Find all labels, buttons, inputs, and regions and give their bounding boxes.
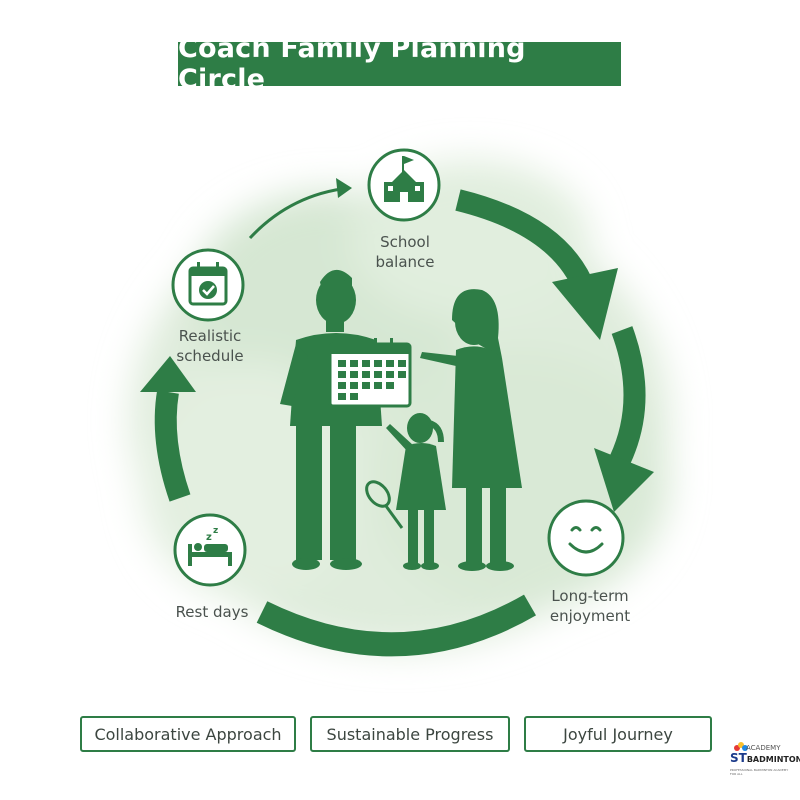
node-enjoyment <box>547 499 625 577</box>
logo-shuttle-icon <box>734 742 748 751</box>
logo-suffix: BADMINTON <box>746 755 800 764</box>
logo-tagline: PROFESSIONAL BADMINTON ACADEMY FOR ALL <box>730 768 789 776</box>
family-illustration <box>280 269 522 571</box>
label-line: balance <box>375 253 435 271</box>
node-rest: z z <box>173 513 247 587</box>
logo-prefix: ST <box>730 751 747 765</box>
logo-top-text: ACADEMY <box>746 744 781 752</box>
watercolor-wash <box>130 160 670 650</box>
label-line: School <box>380 233 430 251</box>
pill-collaborative-approach: Collaborative Approach <box>80 716 296 752</box>
arrow-right-to-enjoyment <box>609 326 646 465</box>
smiley-icon <box>568 526 604 554</box>
arrow-head-schedule-to-school <box>336 178 352 198</box>
label-rest-days: Rest days <box>175 603 249 621</box>
label-long-term-enjoyment: Long-term enjoyment <box>536 586 644 626</box>
arrow-head-right-to-enjoyment <box>594 448 654 512</box>
node-school <box>367 148 441 222</box>
node-schedule <box>171 248 245 322</box>
arrow-rest-to-schedule <box>154 390 191 502</box>
pill-sustainable-progress: Sustainable Progress <box>310 716 510 752</box>
label-line: schedule <box>176 347 244 365</box>
arrow-head-school-to-right <box>552 268 618 340</box>
child-figure <box>386 413 446 570</box>
label-realistic-schedule: Realistic schedule <box>160 326 260 366</box>
svg-text:z: z <box>206 532 212 543</box>
logo-main-text: STBADMINTON <box>730 751 800 765</box>
pill-joyful-journey: Joyful Journey <box>524 716 712 752</box>
badminton-racket <box>365 480 404 529</box>
calendar-check-icon <box>188 262 228 306</box>
sleeping-bed-icon: z z <box>188 526 232 566</box>
academy-logo: ACADEMY STBADMINTON PROFESSIONAL BADMINT… <box>728 740 800 780</box>
cycle-arrows <box>140 178 654 657</box>
school-icon <box>384 156 424 202</box>
arrow-bottom <box>256 594 536 657</box>
mother-figure <box>420 289 522 571</box>
label-line: Long-term <box>551 587 629 605</box>
arrow-schedule-to-school <box>248 186 349 240</box>
label-line: Realistic <box>178 327 242 345</box>
label-line: enjoyment <box>549 607 631 625</box>
label-school-balance: School balance <box>352 232 458 272</box>
arrow-head-rest-to-schedule <box>140 356 196 392</box>
planning-calendar <box>328 338 412 408</box>
svg-text:z: z <box>213 526 218 536</box>
arrow-school-to-right <box>455 189 596 295</box>
page-title: Coach Family Planning Circle <box>178 33 621 95</box>
